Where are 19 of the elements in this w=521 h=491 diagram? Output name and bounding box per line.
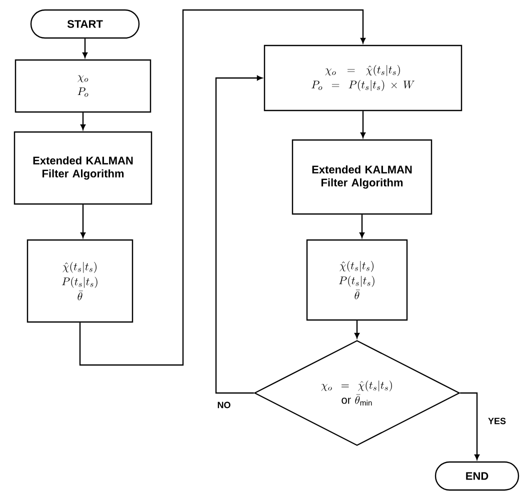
arrow	[80, 112, 86, 130]
arrow	[82, 38, 88, 58]
process-box: $\chi_o$ $P_o$	[14, 59, 152, 113]
process-box: $\chi_o = \hat{\chi}(t_s|t_s)$ $P_o = P(t_s|t_s)\times W$	[264, 44, 462, 112]
arrow	[460, 392, 480, 460]
process-box: Extended KALMAN Filter Algorithm	[292, 139, 432, 215]
process-box: $\hat{\chi}(t_s|t_s)$ $P(t_s|t_s)$ $\bar{\theta}$	[26, 239, 134, 323]
terminal-box: START	[30, 9, 140, 39]
arrow	[354, 320, 360, 338]
arrow	[79, 9, 366, 366]
edge-label: YES	[487, 416, 507, 426]
terminal-box: END	[434, 461, 520, 491]
process-box: Extended KALMAN Filter Algorithm	[14, 131, 152, 205]
arrow	[215, 76, 262, 394]
process-box: $\hat{\chi}(t_s|t_s)$ $P(t_s|t_s)$ $\bar{\theta}$	[306, 239, 408, 321]
arrow	[80, 204, 86, 238]
arrow	[360, 111, 366, 138]
arrow	[360, 214, 364, 238]
edge-label: NO	[216, 400, 232, 410]
